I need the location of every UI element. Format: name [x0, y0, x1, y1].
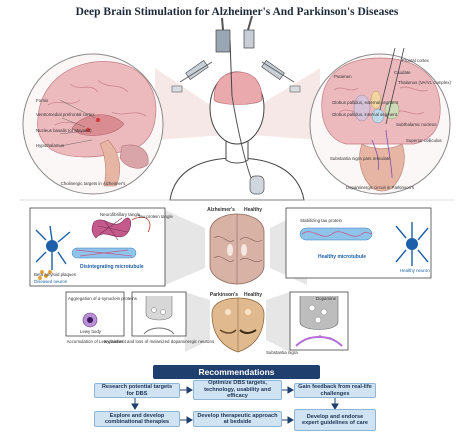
park-brainstem-slice — [211, 297, 265, 353]
label-alz-healthy: Healthy — [244, 207, 262, 213]
right-circle-caption: Dopaminergic circuit in Parkinson's — [346, 185, 415, 190]
globus-pallidus — [371, 108, 385, 124]
label-disintegrating-microtubule: Disintegrating microtubule — [80, 264, 144, 270]
label-stn: Subthalamic nucleus — [396, 122, 437, 127]
disintegrating-microtubule — [71, 247, 137, 259]
page-title: Deep Brain Stimulation for Alzheimer's A… — [75, 6, 399, 18]
label-fornix: Fornix — [36, 98, 49, 103]
label-alzheimers: Alzheimer's — [207, 207, 235, 213]
nbm-target-dot — [85, 127, 91, 133]
midbrain — [359, 143, 405, 192]
left-circle-caption: Cholinergic targets in Alzheimer's — [61, 181, 127, 186]
alz-brain-slice — [209, 213, 265, 285]
patient-brain — [213, 71, 263, 105]
park-left-wedge — [185, 292, 210, 352]
healthy-neuron — [395, 222, 429, 266]
rec-optimize-dbs: Optimize DBS targets, technology, usabil… — [193, 380, 282, 400]
right-zoom-wedge — [252, 68, 320, 140]
label-asyn-aggregation: Aggregation of α-synuclein proteins — [68, 296, 138, 301]
label-putamen: Putamen — [334, 74, 352, 79]
park-right-wedge — [266, 292, 290, 352]
label-nbm: Nucleus basalis (of Meynert) — [36, 128, 92, 133]
label-frontal-cortex: Frontal cortex — [402, 58, 430, 63]
right-electrode-2 — [385, 47, 405, 125]
patient-figure — [169, 39, 305, 201]
label-tau-tangle: Tau protein tangle — [138, 214, 173, 219]
tau-tangle — [91, 217, 132, 241]
diseased-neuron — [35, 225, 71, 270]
synapse-healthy — [295, 296, 343, 347]
left-circle — [22, 53, 164, 195]
label-gpi: Globus pallidus, internal segment — [332, 112, 398, 117]
label-neuron-loss: Impairment and loss of melanized dopamin… — [104, 339, 215, 344]
label-superior-colliculus: Superior colliculus — [406, 138, 442, 143]
label-park-healthy: Healthy — [244, 292, 262, 298]
rec-bedside-approach: Develop therapeutic approach at bedside — [193, 411, 282, 427]
label-parkinsons: Parkinson's — [210, 292, 238, 298]
recommendation-arrows — [131, 386, 339, 424]
brainstem — [99, 139, 120, 187]
label-snr: Substantia nigra pars reticulate — [330, 156, 391, 161]
stereotactic-frame-icon — [215, 15, 255, 53]
label-vmpfc: Ventromedial prefrontal cortex — [36, 112, 95, 117]
corpus-callosum — [71, 114, 125, 136]
right-electrode-1 — [379, 47, 396, 111]
label-caudate: Caudate — [394, 70, 411, 75]
recommendations-header: Recommendations — [153, 365, 320, 379]
tangle-arrow — [131, 216, 151, 233]
rec-gain-feedback: Gain feedback from real-life challenges — [294, 383, 376, 398]
label-beta-amyloid: Beta amyloid plaques — [34, 272, 77, 277]
amyloid-plaques — [38, 270, 52, 280]
lewy-body-cell — [82, 312, 98, 328]
rec-research-targets: Research potential targets for DBS — [94, 383, 180, 398]
label-healthy-neuron: Healthy neuron — [400, 268, 430, 273]
label-healthy-microtubule: Healthy microtubule — [318, 254, 366, 260]
right-circle — [309, 47, 451, 195]
cerebellum — [119, 144, 149, 169]
label-stabilizing-tau: Stabilizing tau protein — [300, 218, 343, 223]
caudate — [370, 90, 382, 110]
electrode-device-left-icon — [171, 59, 213, 93]
lewy-body-panel — [65, 291, 125, 337]
label-gpe: Globus pallidus, external segment — [332, 100, 399, 105]
pulse-generator — [249, 175, 265, 195]
synapse-diseased — [143, 296, 175, 335]
label-hypothalamus: Hypothalamus — [36, 143, 65, 148]
rec-combinational-therapies: Explore and develop combinational therap… — [94, 411, 180, 427]
label-thalamus: Thalamus (VA/VL complex) — [398, 80, 451, 85]
label-lewy-body: Lewy body — [80, 329, 102, 334]
label-substantia-nigra: Substantia nigra — [266, 350, 298, 355]
label-dopamine: Dopamine — [316, 296, 337, 301]
label-nft: Neurofibrillary tangle — [100, 212, 141, 217]
rec-expert-guidelines: Develop and endorse expert guidelines of… — [294, 409, 376, 431]
electrode-device-right-icon — [261, 59, 301, 93]
label-lewy-accumulation: Accumulation of Lewy bodies — [67, 339, 125, 344]
fornix-target-dot — [95, 117, 101, 123]
alz-left-wedge — [165, 210, 205, 285]
putamen — [353, 94, 371, 122]
healthy-microtubule — [299, 227, 373, 241]
label-diseased-neuron: Diseased neuron — [34, 279, 68, 284]
